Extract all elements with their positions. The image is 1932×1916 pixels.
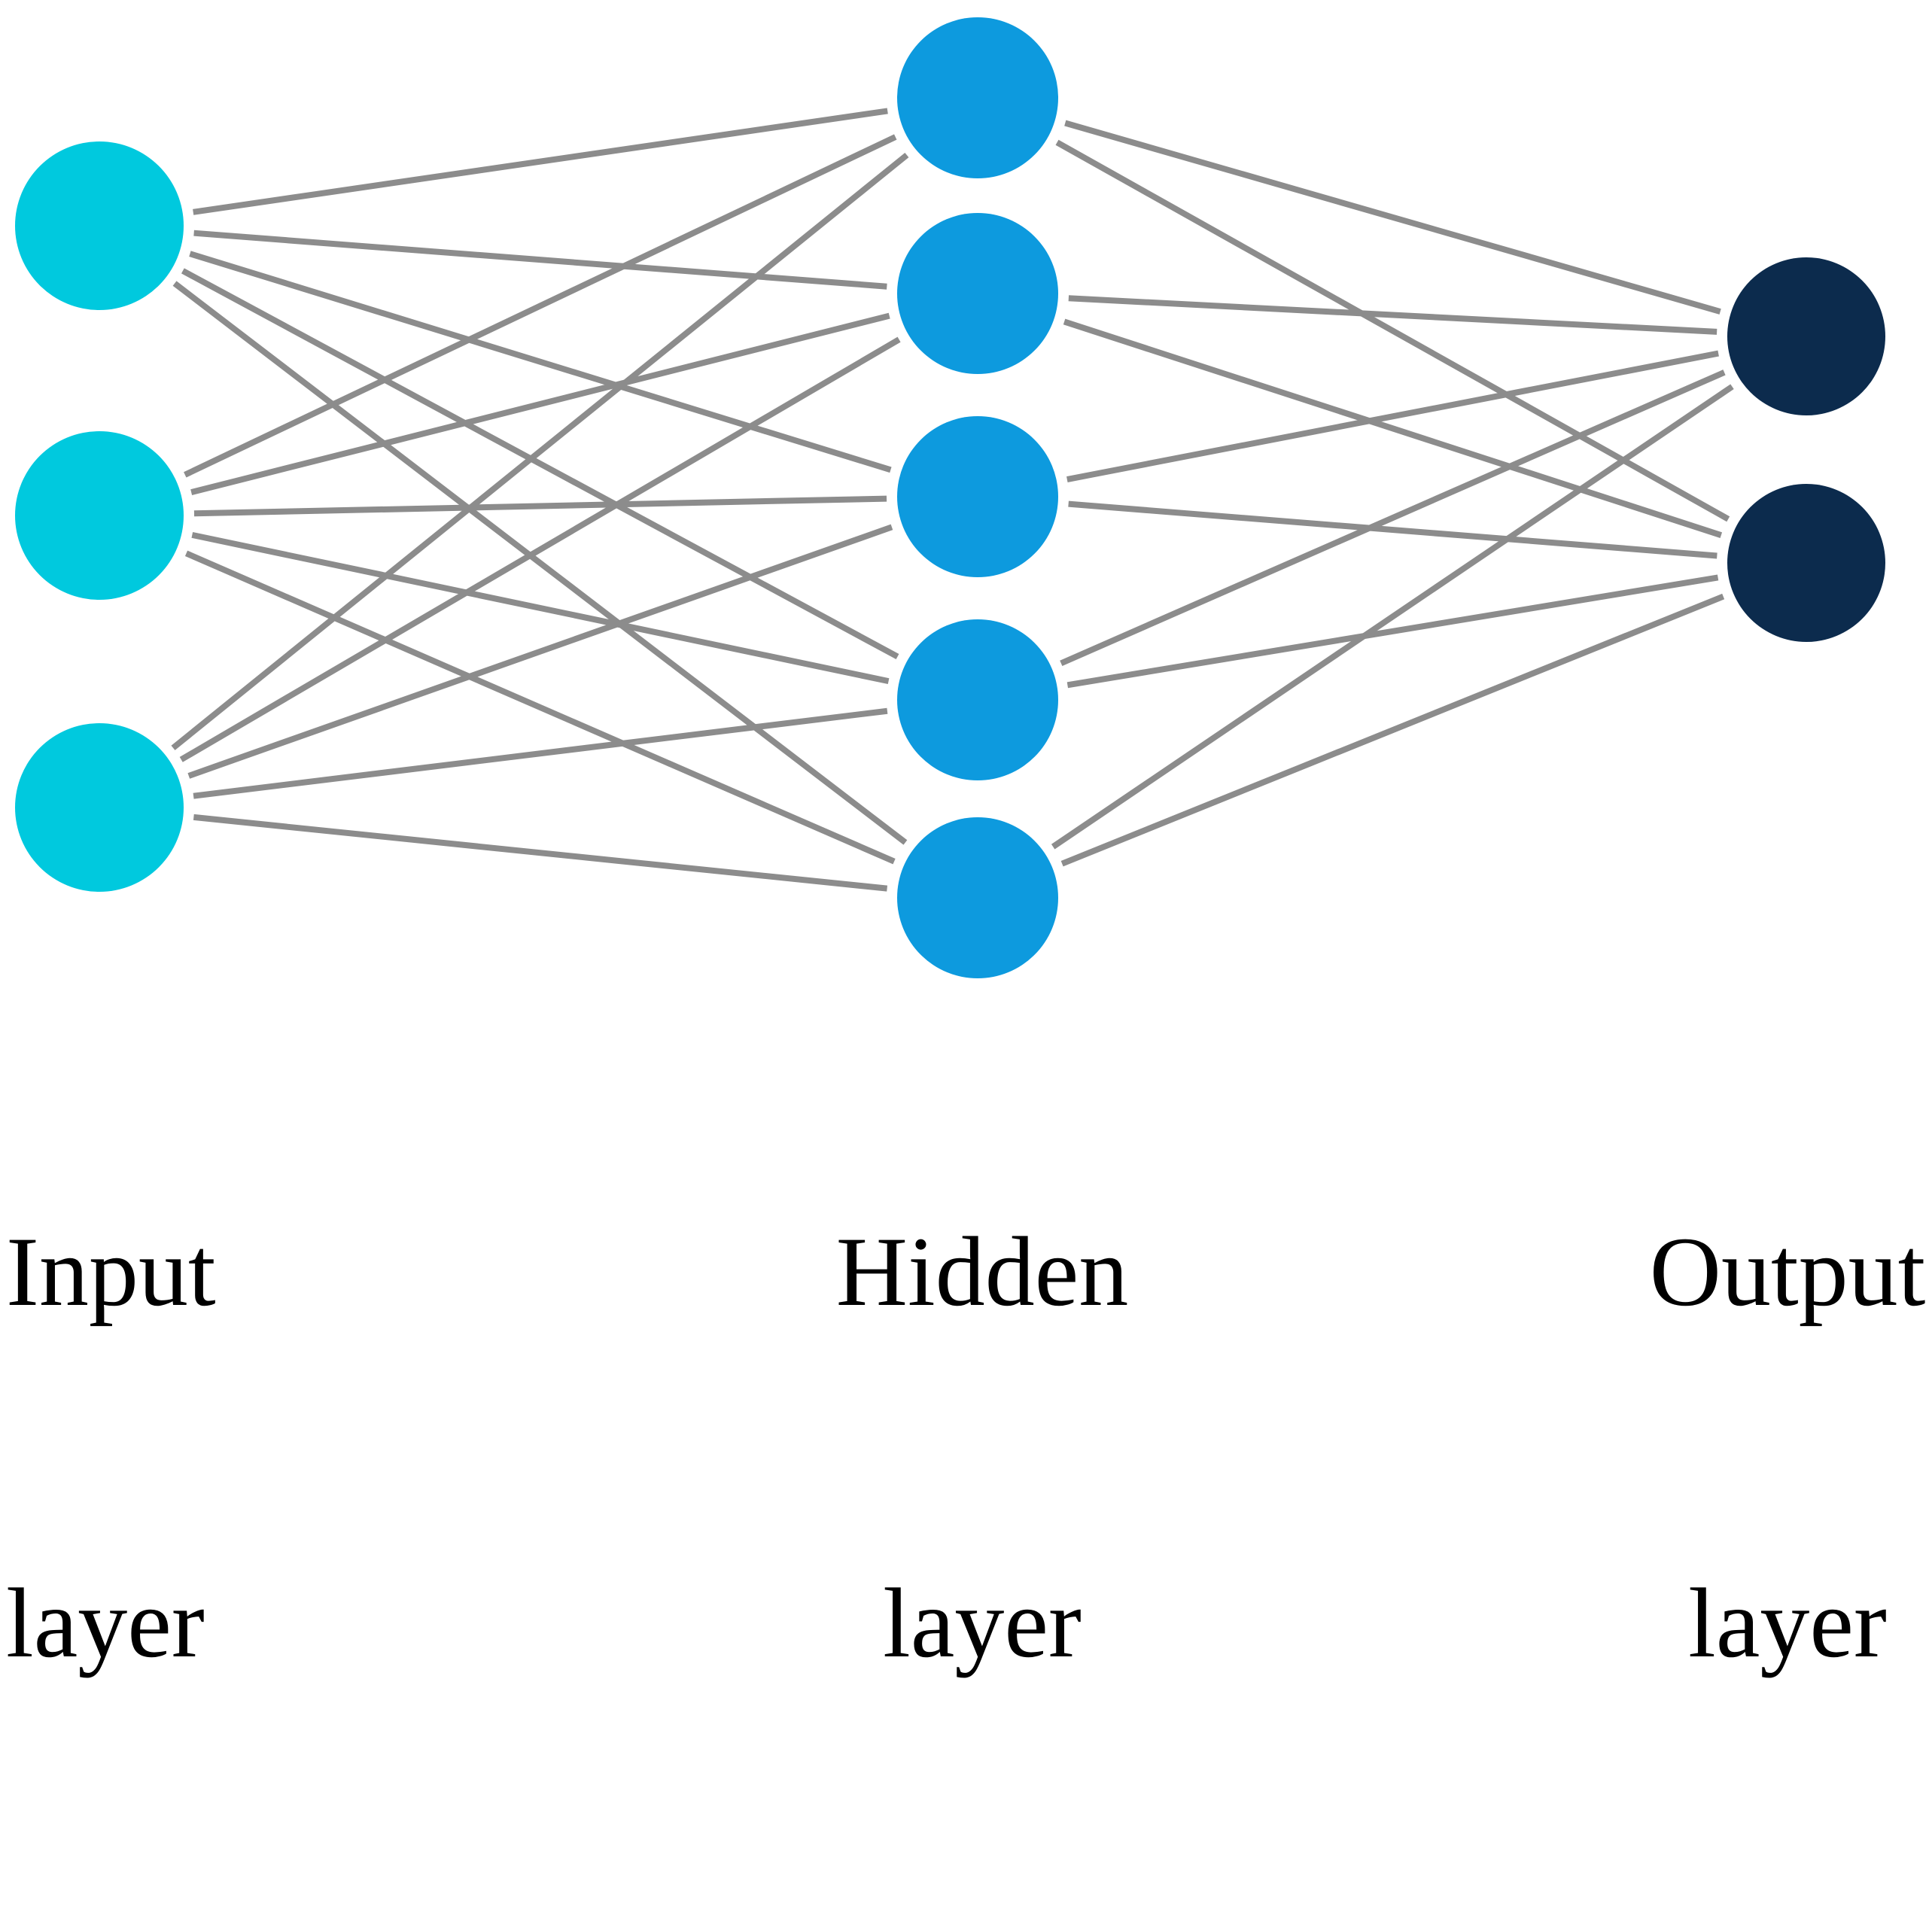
input-node-2 [15, 431, 184, 600]
connection-edge [181, 268, 899, 660]
hidden-layer-label-line1: Hidden [835, 1215, 1129, 1327]
network-graphic [15, 17, 1885, 978]
connection-edge [184, 550, 896, 865]
connection-edge [187, 524, 893, 779]
connection-edge [172, 281, 908, 845]
hidden-node-4 [897, 619, 1058, 780]
connection-edge [193, 230, 887, 290]
connection-edge [190, 312, 890, 495]
connection-edge [193, 814, 888, 892]
connection-edge [1060, 593, 1725, 867]
edge-group-input-to-hidden [171, 108, 909, 892]
connection-edge [171, 152, 909, 750]
input-layer-label: Input layer [6, 978, 216, 1916]
output-layer-label-line2: layer [1688, 1567, 1887, 1678]
node-group-input [15, 141, 184, 892]
connection-edge [1055, 139, 1730, 522]
connection-edge [193, 495, 887, 517]
connection-edge [1066, 350, 1719, 482]
connection-edge [184, 134, 897, 478]
connection-edge [1060, 370, 1726, 667]
hidden-node-2 [897, 213, 1058, 374]
connection-edge [189, 251, 892, 473]
hidden-layer-label-line2: layer [883, 1567, 1082, 1678]
connection-edge [193, 108, 888, 215]
hidden-node-5 [897, 817, 1058, 978]
edge-group-hidden-to-output [1051, 120, 1734, 867]
connection-edge [1051, 384, 1734, 850]
input-layer-label-line1: Input [6, 1215, 216, 1327]
connection-edge [179, 336, 901, 762]
neural-network-diagram: Input layer Hidden layer Output layer [6, 17, 1926, 1678]
output-layer-label: Output layer [1641, 978, 1932, 1916]
input-layer-label-line2: layer [6, 1567, 205, 1678]
output-node-1 [1727, 257, 1885, 415]
output-layer-label-line1: Output [1649, 1215, 1926, 1327]
connection-edge [1066, 574, 1719, 689]
connection-edge [191, 531, 890, 685]
input-node-3 [15, 723, 184, 892]
connection-edge [1068, 295, 1718, 335]
connection-edge [193, 707, 888, 799]
hidden-node-1 [897, 17, 1058, 178]
connection-edge [1064, 120, 1721, 315]
node-group-hidden [897, 17, 1058, 978]
node-group-output [1727, 257, 1885, 642]
hidden-layer-label: Hidden layer [835, 978, 1129, 1916]
connection-edge [1068, 500, 1718, 559]
connection-edge [1063, 318, 1723, 539]
output-node-2 [1727, 484, 1885, 642]
input-node-1 [15, 141, 184, 310]
hidden-node-3 [897, 416, 1058, 577]
